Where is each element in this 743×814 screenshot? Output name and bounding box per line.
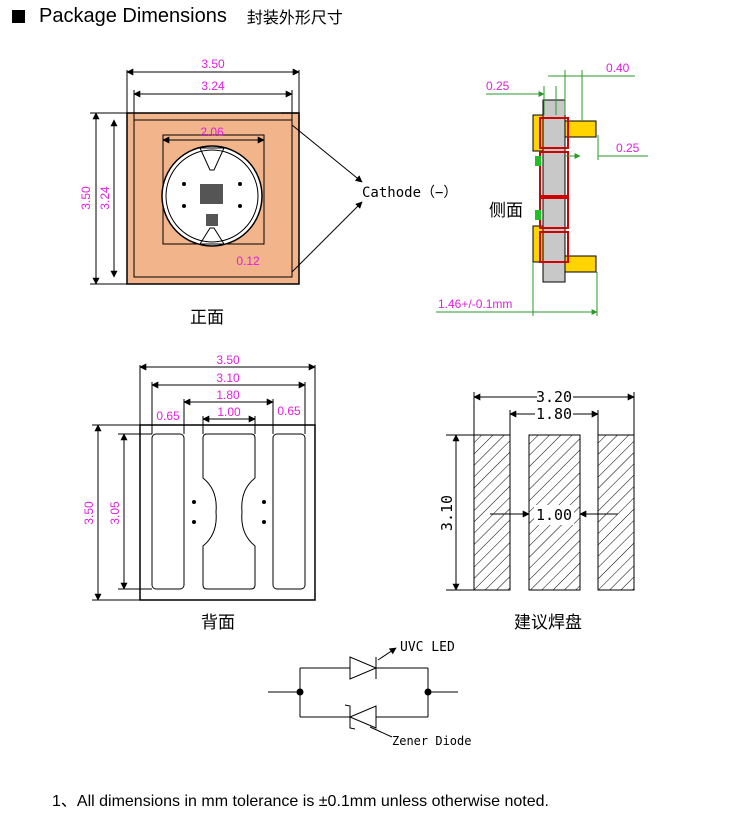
land-pad-left bbox=[473, 434, 511, 591]
uvc-led-label: UVC LED bbox=[400, 640, 455, 655]
front-view-label: 正面 bbox=[190, 308, 224, 328]
back-width-mid: 1.80 bbox=[216, 388, 240, 402]
back-pad-right bbox=[272, 433, 306, 590]
land-pad-right bbox=[597, 434, 635, 591]
front-lens-dim: 2.06 bbox=[200, 125, 224, 139]
title-english: Package Dimensions bbox=[39, 4, 227, 27]
land-pattern-view: 3.20 1.80 1.00 3.10 建议焊盘 bbox=[438, 388, 635, 633]
section-header: Package Dimensions 封装外形尺寸 bbox=[12, 2, 343, 30]
uvc-led-symbol bbox=[349, 656, 378, 680]
back-width-center: 1.00 bbox=[217, 405, 241, 419]
side-view-label: 侧面 bbox=[489, 201, 523, 221]
back-height-inner: 3.05 bbox=[108, 501, 122, 525]
bullet-square-icon bbox=[12, 9, 25, 23]
back-width-total: 3.50 bbox=[216, 353, 240, 367]
land-pattern-label: 建议焊盘 bbox=[514, 613, 582, 633]
back-view: 3.50 3.10 1.80 1.00 0.65 0.65 3.50 3.05 … bbox=[82, 353, 316, 633]
front-view: 3.50 3.24 2.06 0.12 3.50 3.24 Cathode（−）… bbox=[79, 57, 457, 328]
title-chinese: 封装外形尺寸 bbox=[246, 8, 343, 27]
back-pad-left bbox=[151, 433, 185, 590]
circuit-diagram: UVC LED Zener Diode bbox=[268, 640, 471, 748]
front-height-inner: 3.24 bbox=[98, 186, 112, 210]
led-chip bbox=[200, 184, 223, 204]
front-inner-outline bbox=[133, 119, 293, 278]
back-package-outline bbox=[139, 424, 316, 601]
front-height-outer: 3.50 bbox=[79, 186, 93, 210]
side-dim-025-top: 0.25 bbox=[486, 79, 510, 93]
zener-diode-symbol bbox=[348, 705, 377, 729]
side-dim-040: 0.40 bbox=[606, 61, 630, 75]
back-height-outer: 3.50 bbox=[82, 501, 96, 525]
back-left-pad-dim: 0.65 bbox=[156, 409, 180, 423]
back-view-label: 背面 bbox=[201, 613, 235, 633]
front-width-outer: 3.50 bbox=[201, 57, 225, 71]
tolerance-note: 1、All dimensions in mm tolerance is ±0.1… bbox=[52, 793, 549, 810]
cathode-label: Cathode（−） bbox=[362, 185, 457, 201]
side-height-dim: 1.46+/-0.1mm bbox=[438, 297, 512, 311]
zener-chip bbox=[206, 214, 218, 226]
back-width-outer: 3.10 bbox=[216, 371, 240, 385]
back-right-pad-dim: 0.65 bbox=[277, 404, 301, 418]
back-pad-center bbox=[202, 433, 256, 590]
front-corner-dim: 0.12 bbox=[236, 254, 260, 268]
land-width-mid: 1.80 bbox=[536, 405, 572, 423]
land-width-total: 3.20 bbox=[536, 388, 572, 406]
side-view: 0.25 0.40 0.25 1.46+/-0.1mm 侧面 bbox=[436, 61, 648, 316]
land-height-dim: 3.10 bbox=[438, 495, 456, 531]
front-width-inner: 3.24 bbox=[201, 79, 225, 93]
side-dim-025-right: 0.25 bbox=[616, 141, 640, 155]
zener-diode-label: Zener Diode bbox=[392, 734, 471, 748]
land-width-center: 1.00 bbox=[536, 506, 572, 524]
